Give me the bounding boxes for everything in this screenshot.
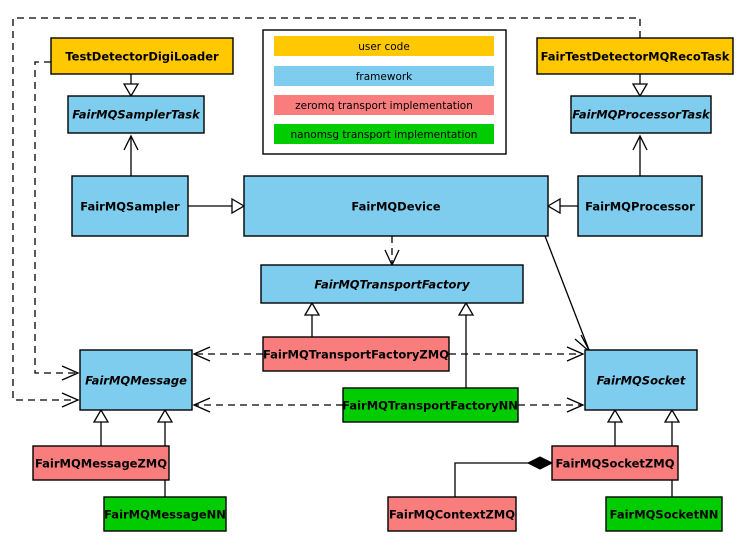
legend-label: user code: [358, 41, 410, 53]
node-label: FairMQTransportFactoryNN: [342, 399, 518, 413]
node-label: FairMQSocketNN: [610, 508, 719, 522]
node-label: TestDetectorDigiLoader: [65, 50, 219, 64]
node-fairmqmessagezmq[interactable]: FairMQMessageZMQ: [32, 445, 170, 481]
node-box: [50, 37, 234, 75]
node-box: [342, 387, 519, 423]
legend-label: framework: [356, 71, 413, 83]
node-fairmqsamplertask[interactable]: FairMQSamplerTask: [67, 95, 205, 134]
node-label: FairMQProcessor: [585, 200, 695, 214]
edge-factoryzmq-socket: [449, 346, 585, 362]
edge-recotask-message: [12, 17, 641, 408]
node-box: [570, 95, 712, 134]
edge-layer: [12, 17, 681, 497]
node-label: FairMQMessageNN: [104, 508, 226, 522]
legend: user code framework zeromq transport imp…: [262, 29, 507, 155]
node-box: [536, 37, 734, 75]
edge-sampler-samplertask: [123, 134, 139, 176]
node-fairmqtransportfactoryzmq[interactable]: FairMQTransportFactoryZMQ: [262, 336, 450, 372]
node-label: FairTestDetectorMQRecoTask: [541, 50, 730, 64]
edge-factorynn-socket: [518, 397, 585, 413]
node-label: FairMQSocketZMQ: [556, 457, 675, 471]
node-box: [103, 496, 227, 532]
node-label: FairMQSampler: [80, 200, 180, 214]
node-label: FairMQMessage: [85, 374, 187, 388]
node-fairmqmessagenn[interactable]: FairMQMessageNN: [103, 496, 227, 532]
edge-messagezmq-message: [92, 408, 110, 446]
node-testdetectordigiloader[interactable]: TestDetectorDigiLoader: [50, 37, 234, 75]
node-label: FairMQProcessorTask: [572, 108, 711, 122]
edge-digiloader-message: [34, 61, 80, 381]
node-box: [387, 496, 517, 532]
node-box: [551, 445, 679, 481]
node-fairmqprocessortask[interactable]: FairMQProcessorTask: [570, 95, 712, 134]
node-box: [32, 445, 170, 481]
legend-item-zeromq: zeromq transport implementation: [274, 95, 494, 115]
edge-processor-processortask: [632, 134, 648, 176]
edge-sampler-device: [188, 197, 246, 215]
node-layer: TestDetectorDigiLoader FairTestDetectorM…: [32, 37, 734, 532]
edge-recotask-processortask: [631, 74, 649, 98]
edge-contextzmq-socketzmq: [454, 456, 554, 497]
legend-label: zeromq transport implementation: [295, 100, 473, 112]
node-fairmqsampler[interactable]: FairMQSampler: [71, 175, 189, 237]
edge-digiloader-samplertask: [122, 74, 140, 98]
node-fairmqsocketnn[interactable]: FairMQSocketNN: [605, 496, 723, 532]
node-label: FairMQMessageZMQ: [35, 457, 167, 471]
node-label: FairMQContextZMQ: [389, 508, 515, 522]
node-label: FairMQTransportFactoryZMQ: [263, 348, 449, 362]
node-fairtestdetectormqrecotask[interactable]: FairTestDetectorMQRecoTask: [536, 37, 734, 75]
legend-label: nanomsg transport implementation: [291, 129, 478, 141]
node-box: [79, 349, 193, 411]
node-box: [243, 175, 549, 237]
node-fairmqsocket[interactable]: FairMQSocket: [584, 349, 698, 411]
legend-swatch: [274, 66, 494, 86]
edge-factorynn-factory: [457, 301, 475, 388]
node-label: FairMQDevice: [351, 200, 440, 214]
node-box: [262, 336, 450, 372]
edge-factoryzmq-factory: [303, 301, 321, 337]
node-box: [605, 496, 723, 532]
edge-socketzmq-socket: [606, 408, 624, 446]
node-box: [67, 95, 205, 134]
edge-factoryzmq-message: [192, 346, 263, 362]
legend-item-framework: framework: [274, 66, 494, 86]
node-box: [584, 349, 698, 411]
legend-item-user-code: user code: [274, 36, 494, 56]
node-fairmqdevice[interactable]: FairMQDevice: [243, 175, 549, 237]
edge-processor-device: [546, 197, 578, 215]
node-box: [577, 175, 703, 237]
node-fairmqtransportfactory[interactable]: FairMQTransportFactory: [260, 264, 524, 304]
node-label: FairMQSamplerTask: [72, 108, 201, 122]
legend-swatch: [274, 36, 494, 56]
edge-factorynn-message: [192, 397, 343, 413]
legend-swatch: [274, 95, 494, 115]
node-label: FairMQTransportFactory: [314, 278, 470, 292]
node-box: [260, 264, 524, 304]
node-label: FairMQSocket: [597, 374, 686, 388]
node-fairmqprocessor[interactable]: FairMQProcessor: [577, 175, 703, 237]
node-fairmqtransportfactorynn[interactable]: FairMQTransportFactoryNN: [342, 387, 519, 423]
node-fairmqcontextzmq[interactable]: FairMQContextZMQ: [387, 496, 517, 532]
legend-item-nanomsg: nanomsg transport implementation: [274, 124, 494, 144]
node-fairmqmessage[interactable]: FairMQMessage: [79, 349, 193, 411]
node-fairmqsocketzmq[interactable]: FairMQSocketZMQ: [551, 445, 679, 481]
node-box: [71, 175, 189, 237]
legend-swatch: [274, 124, 494, 144]
